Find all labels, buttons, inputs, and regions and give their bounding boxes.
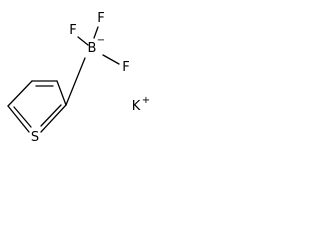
bond-s-c2-inner <box>40 104 62 127</box>
bond-b-f-right <box>102 54 120 65</box>
potassium-charge: + <box>142 95 150 106</box>
bond-c5-s <box>7 105 30 133</box>
atom-boron: B <box>88 41 97 56</box>
potassium-ion: K <box>132 99 141 114</box>
bond-b-f-left <box>77 36 89 46</box>
boron-charge: − <box>97 35 105 46</box>
bond-c5-s-inner <box>13 106 32 128</box>
structure-diagram: S B − F F F K + <box>7 11 150 145</box>
bond-c4-c5 <box>7 80 33 107</box>
bond-s-c2 <box>40 104 67 133</box>
atom-fluorine-left: F <box>69 23 76 38</box>
atom-fluorine-top: F <box>97 11 104 26</box>
bond-b-f-top <box>93 26 99 39</box>
atom-fluorine-right: F <box>122 60 129 75</box>
atom-sulfur: S <box>31 130 39 145</box>
bond-c3-b <box>65 57 86 106</box>
bond-c2-c3 <box>56 80 67 106</box>
